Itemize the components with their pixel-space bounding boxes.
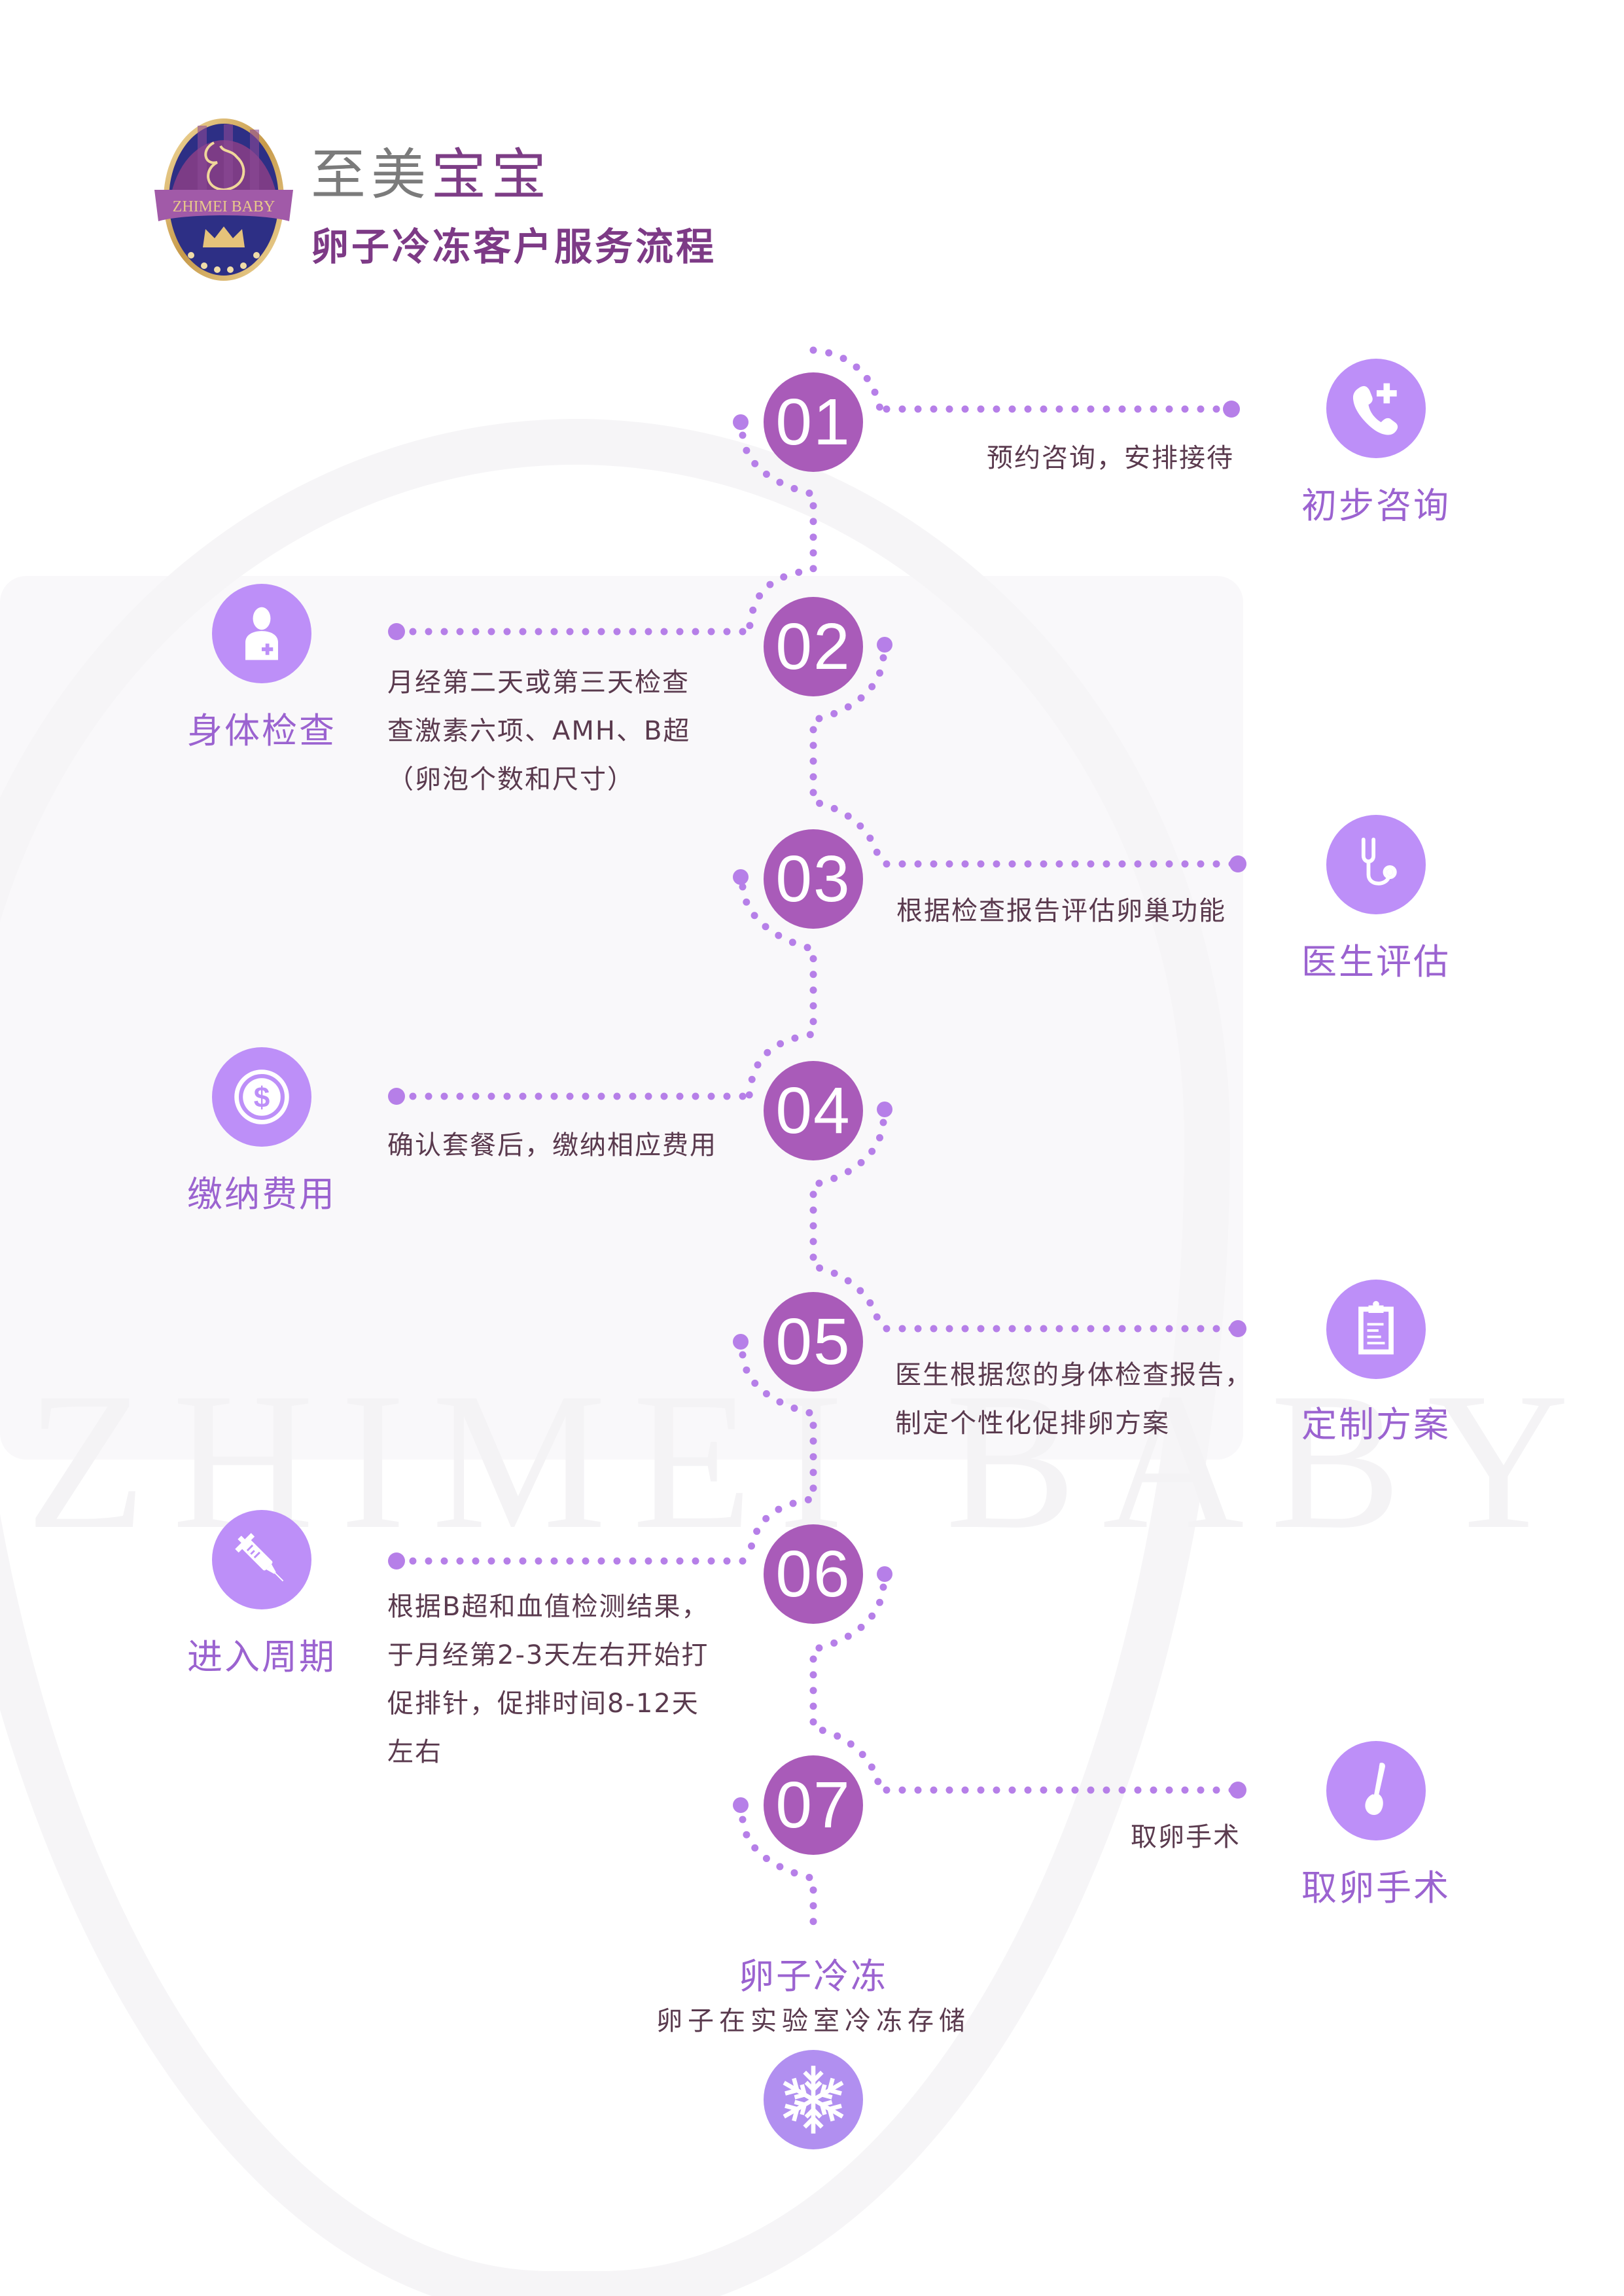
surgery-probe-icon bbox=[1326, 1741, 1426, 1840]
step-02-label: 身体检查 bbox=[187, 710, 336, 751]
svg-text:$: $ bbox=[254, 1081, 270, 1113]
step-01-description: 预约咨询，安排接待 bbox=[987, 443, 1234, 473]
stethoscope-icon bbox=[1326, 815, 1426, 914]
nurse-icon bbox=[212, 584, 311, 683]
step-05-description: 医生根据您的身体检查报告， 制定个性化促排卵方案 bbox=[895, 1360, 1252, 1439]
step-number-05: 05 bbox=[764, 1292, 863, 1391]
snowflake-icon bbox=[764, 2050, 863, 2149]
brand-name-part2: 宝宝 bbox=[431, 143, 552, 207]
brand-name: 至美宝宝 bbox=[311, 131, 552, 210]
phone-plus-icon bbox=[1326, 359, 1426, 458]
step-number-06: 06 bbox=[764, 1524, 863, 1624]
final-step-title: 卵子冷冻 bbox=[739, 1956, 888, 1997]
step-03-description: 根据检查报告评估卵巢功能 bbox=[896, 896, 1226, 926]
step-number-03: 03 bbox=[764, 829, 863, 929]
step-03-label: 医生评估 bbox=[1301, 941, 1451, 982]
syringe-icon bbox=[212, 1510, 311, 1609]
brand-logo: ZHIMEI BABY bbox=[152, 117, 296, 283]
step-number-02: 02 bbox=[764, 597, 863, 696]
step-07-label: 取卵手术 bbox=[1301, 1867, 1451, 1909]
step-02-description: 月经第二天或第三天检查 查激素六项、AMH、B超 （卵泡个数和尺寸） bbox=[387, 668, 691, 795]
step-01-label: 初步咨询 bbox=[1301, 485, 1451, 526]
page-title: 卵子冷冻客户服务流程 bbox=[311, 224, 717, 269]
step-number-01: 01 bbox=[764, 372, 863, 472]
svg-text:ZHIMEI BABY: ZHIMEI BABY bbox=[173, 198, 275, 215]
step-06-description: 根据B超和血值检测结果， 于月经第2-3天左右开始打 促排针，促排时间8-12天… bbox=[387, 1592, 709, 1767]
step-06-label: 进入周期 bbox=[187, 1636, 336, 1677]
final-step-description: 卵子在实验室冷冻存储 bbox=[656, 2006, 970, 2036]
step-07-description: 取卵手术 bbox=[1131, 1822, 1241, 1852]
step-04-description: 确认套餐后，缴纳相应费用 bbox=[387, 1130, 717, 1160]
step-number-04: 04 bbox=[764, 1061, 863, 1160]
step-05-label: 定制方案 bbox=[1301, 1404, 1451, 1445]
brand-name-part1: 至美 bbox=[311, 143, 432, 207]
clipboard-icon bbox=[1326, 1280, 1426, 1379]
step-04-label: 缴纳费用 bbox=[187, 1174, 336, 1215]
dollar-coin-icon: $ bbox=[212, 1047, 311, 1147]
step-number-07: 07 bbox=[764, 1755, 863, 1855]
